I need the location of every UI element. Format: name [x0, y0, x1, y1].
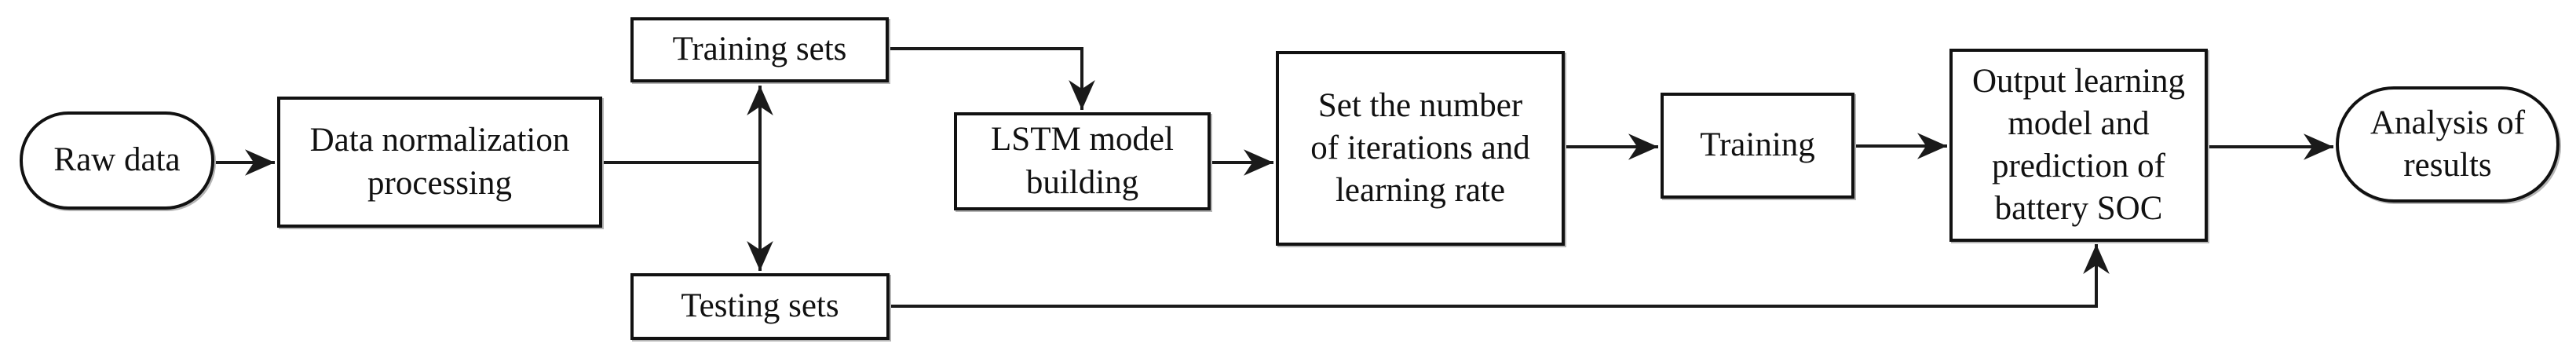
- node-training-label: Training: [1700, 126, 1815, 164]
- node-lstm-model-building: LSTM model building: [954, 112, 1211, 210]
- node-output-label-line4: battery SOC: [1994, 190, 2163, 228]
- node-training-sets-label: Training sets: [672, 31, 847, 68]
- node-analysis-label-line2: results: [2403, 147, 2492, 184]
- node-lstm-label-line1: LSTM model: [991, 121, 1174, 159]
- node-training-sets: Training sets: [630, 17, 889, 82]
- node-lstm-label-line2: building: [1025, 163, 1139, 201]
- edge-testingsets-to-output: [890, 244, 2110, 308]
- node-analysis-of-results: Analysis of results: [2336, 86, 2560, 203]
- node-data-normalization-label-line1: Data normalization: [309, 122, 570, 159]
- node-output-label-line2: model and: [2008, 104, 2150, 142]
- node-set-params-label-line2: of iterations and: [1310, 129, 1530, 166]
- node-output-learning-model: Output learning model and prediction of …: [1949, 49, 2208, 242]
- node-raw-data-label: Raw data: [53, 141, 181, 179]
- node-output-label-line1: Output learning: [1971, 62, 2186, 100]
- node-analysis-label-line1: Analysis of: [2370, 104, 2526, 141]
- node-set-params-label-line1: Set the number: [1317, 86, 1523, 124]
- node-raw-data: Raw data: [20, 111, 214, 210]
- node-testing-sets-label: Testing sets: [681, 287, 839, 325]
- node-testing-sets: Testing sets: [630, 273, 890, 340]
- node-training: Training: [1661, 93, 1854, 199]
- node-set-iterations-learning-rate: Set the number of iterations and learnin…: [1276, 51, 1565, 246]
- node-data-normalization-processing: Data normalization processing: [277, 97, 602, 228]
- node-set-params-label-line3: learning rate: [1335, 172, 1506, 210]
- node-data-normalization-label-line2: processing: [367, 164, 512, 202]
- edge-trainingsets-to-lstm: [889, 47, 1095, 110]
- node-output-label-line3: prediction of: [1992, 148, 2165, 184]
